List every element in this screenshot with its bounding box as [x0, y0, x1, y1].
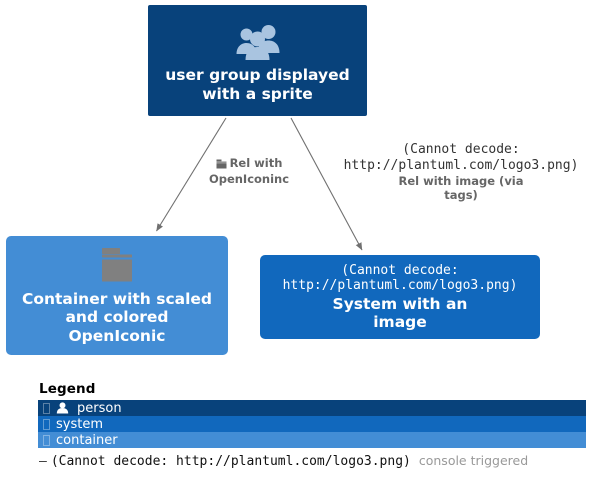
- legend-label-person: person: [77, 400, 122, 416]
- link-label-openiconic-line1: Rel with: [229, 156, 283, 170]
- placeholder-box-icon: [43, 418, 50, 430]
- node-system-decode-error: (Cannot decode: http://plantuml.com/logo…: [283, 263, 518, 294]
- node-container-title-line3: OpenIconic: [68, 326, 166, 345]
- link-label-image-line1: Rel with image (via: [398, 173, 524, 188]
- placeholder-box-icon: [43, 434, 50, 446]
- user-group-sprite: [235, 24, 281, 61]
- node-container[interactable]: Container with scaled and colored OpenIc…: [6, 236, 228, 355]
- legend-footer-text: (Cannot decode: http://plantuml.com/logo…: [50, 454, 411, 469]
- node-container-title: Container with scaled and colored OpenIc…: [22, 290, 212, 345]
- legend: Legend person system container —: [38, 381, 586, 469]
- legend-title: Legend: [39, 381, 96, 397]
- node-system-title-line2: image: [373, 313, 427, 332]
- legend-row-person[interactable]: person: [38, 400, 586, 416]
- node-system-title-line1: System with an: [332, 294, 468, 313]
- placeholder-box-icon: [43, 402, 50, 414]
- node-container-title-line2: and colored: [65, 308, 169, 327]
- legend-label-container: container: [56, 432, 118, 448]
- link-label-image-line2: tags): [444, 188, 478, 203]
- legend-row-system[interactable]: system: [38, 416, 586, 432]
- link-label-openiconic: Rel with OpenIconinc: [186, 156, 312, 187]
- node-person[interactable]: user group displayed with a sprite: [148, 5, 367, 116]
- person-icon: [56, 402, 69, 414]
- node-person-title: user group displayed with a sprite: [165, 66, 349, 103]
- folder-icon: [216, 158, 227, 172]
- node-container-title-line1: Container with scaled: [21, 290, 213, 309]
- legend-footer-dash: —: [39, 454, 47, 469]
- legend-label-system: system: [56, 416, 103, 432]
- folder-icon: [94, 246, 140, 286]
- node-system-decode-line1: (Cannot decode:: [341, 262, 459, 278]
- legend-footer-note: console triggered: [418, 453, 529, 468]
- node-system-title: System with an image: [333, 295, 468, 332]
- node-person-title-line2: with a sprite: [202, 84, 313, 103]
- link-label-openiconic-line2: OpenIconinc: [208, 172, 290, 187]
- link-label-image: (Cannot decode: http://plantuml.com/logo…: [323, 142, 599, 202]
- node-person-title-line1: user group displayed: [165, 66, 350, 85]
- link-label-image-decode-line1: (Cannot decode:: [402, 142, 520, 157]
- link-label-image-decode-line2: http://plantuml.com/logo3.png): [343, 157, 579, 173]
- node-system-decode-line2: http://plantuml.com/logo3.png): [282, 278, 518, 294]
- node-system[interactable]: (Cannot decode: http://plantuml.com/logo…: [260, 255, 540, 339]
- legend-row-container[interactable]: container: [38, 432, 586, 448]
- legend-footer: — (Cannot decode: http://plantuml.com/lo…: [38, 453, 586, 469]
